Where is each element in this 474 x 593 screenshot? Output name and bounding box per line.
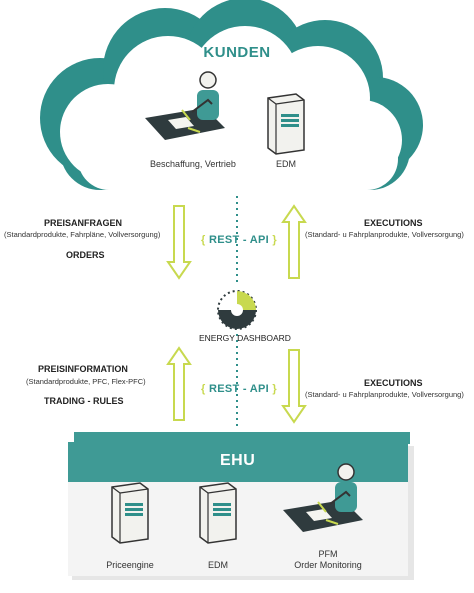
arrow-up-icon: [166, 346, 192, 421]
executions-bottom-sub: (Standard- u Fahrplanprodukte, Vollverso…: [305, 390, 464, 399]
ehu-title: EHU: [220, 452, 256, 469]
arrow-up-icon: [281, 204, 307, 279]
rest-api-bottom: { REST - API }: [201, 383, 277, 395]
pfm-caption: PFM: [318, 549, 338, 559]
trading-rules-heading: TRADING - RULES: [44, 396, 124, 406]
energy-dashboard-label: ENERGY DASHBOARD: [199, 333, 291, 343]
executions-bottom-heading: EXECUTIONS: [364, 378, 423, 388]
energy-dashboard-logo-icon: [217, 290, 257, 330]
preisinformation-sub: (Standardprodukte, PFC, Flex-PFC): [26, 377, 146, 386]
server-icon: [267, 93, 305, 155]
executions-top-sub: (Standard- u Fahrplanprodukte, Vollverso…: [305, 230, 464, 239]
server-icon: [111, 482, 149, 544]
rest-api-label: REST - API: [205, 234, 273, 246]
rest-api-top: { REST - API }: [201, 234, 277, 246]
cloud-front-shape: [60, 26, 402, 190]
brace-open: {: [201, 383, 206, 395]
preisinformation-heading: PREISINFORMATION: [38, 364, 128, 374]
preisanfragen-heading: PREISANFRAGEN: [44, 218, 123, 228]
orders-heading: ORDERS: [66, 250, 105, 260]
executions-top-heading: EXECUTIONS: [364, 218, 423, 228]
trader-at-desk-icon: [145, 71, 225, 140]
order-monitoring-caption: Order Monitoring: [294, 560, 362, 570]
arrow-down-icon: [166, 205, 192, 280]
brace-open: {: [201, 234, 206, 246]
rest-api-label: REST - API: [205, 383, 273, 395]
preisanfragen-sub: (Standardprodukte, Fahrpläne, Vollversor…: [4, 230, 161, 239]
brace-close: }: [272, 383, 277, 395]
server-caption: EDM: [276, 159, 296, 169]
brace-close: }: [272, 234, 277, 246]
edm-caption: EDM: [208, 560, 228, 570]
ehu-top-bar: [74, 432, 410, 444]
arrow-down-icon: [281, 349, 307, 424]
trader-at-desk-icon: [283, 463, 363, 532]
cloud-title: KUNDEN: [203, 44, 271, 61]
person-caption: Beschaffung, Vertrieb: [150, 159, 236, 169]
server-icon: [199, 482, 237, 544]
priceengine-caption: Priceengine: [106, 560, 154, 570]
